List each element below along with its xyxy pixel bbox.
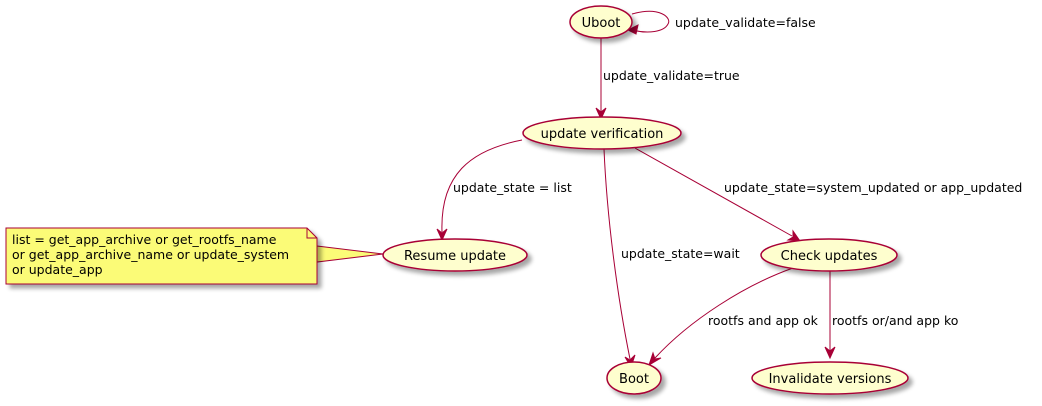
- note: list = get_app_archive or get_rootfs_nam…: [5, 227, 384, 285]
- edge-uboot-self-loop: [626, 10, 670, 35]
- node-resume-update[interactable]: Resume update: [382, 238, 528, 272]
- node-label-resume-update: Resume update: [404, 249, 506, 264]
- node-check-updates[interactable]: Check updates: [760, 238, 898, 272]
- edge-uboot-to-verification: [595, 38, 607, 121]
- edge-label-system-or-app-updated: update_state=system_updated or app_updat…: [724, 180, 1022, 195]
- node-label-update-verification: update verification: [541, 127, 664, 142]
- note-line-1: list = get_app_archive or get_rootfs_nam…: [12, 232, 277, 247]
- edge-label-rootfs-or-app-ko: rootfs or/and app ko: [832, 313, 958, 328]
- edge-check-to-invalidate: [824, 271, 836, 360]
- edge-label-update-state-list: update_state = list: [453, 180, 572, 195]
- edge-label-update-validate-true: update_validate=true: [603, 68, 740, 83]
- edge-label-rootfs-and-app-ok: rootfs and app ok: [708, 313, 819, 328]
- edge-verification-to-resume: [436, 139, 523, 242]
- node-update-verification[interactable]: update verification: [522, 116, 682, 150]
- node-invalidate-versions[interactable]: Invalidate versions: [751, 361, 909, 395]
- edge-verification-to-boot: [603, 148, 636, 369]
- note-line-3: or update_app: [12, 262, 103, 277]
- edge-verification-to-check: [634, 147, 802, 242]
- note-line-2: or get_app_archive_name or update_system: [12, 247, 289, 262]
- node-label-uboot: Uboot: [582, 16, 621, 31]
- node-boot[interactable]: Boot: [606, 361, 662, 395]
- edge-label-update-validate-false: update_validate=false: [675, 15, 816, 30]
- node-label-invalidate-versions: Invalidate versions: [769, 372, 892, 387]
- node-uboot[interactable]: Uboot: [569, 5, 633, 39]
- edge-label-update-state-wait: update_state=wait: [621, 246, 740, 261]
- node-label-check-updates: Check updates: [781, 249, 878, 264]
- edge-check-to-boot: [648, 267, 794, 367]
- node-label-boot: Boot: [619, 372, 649, 387]
